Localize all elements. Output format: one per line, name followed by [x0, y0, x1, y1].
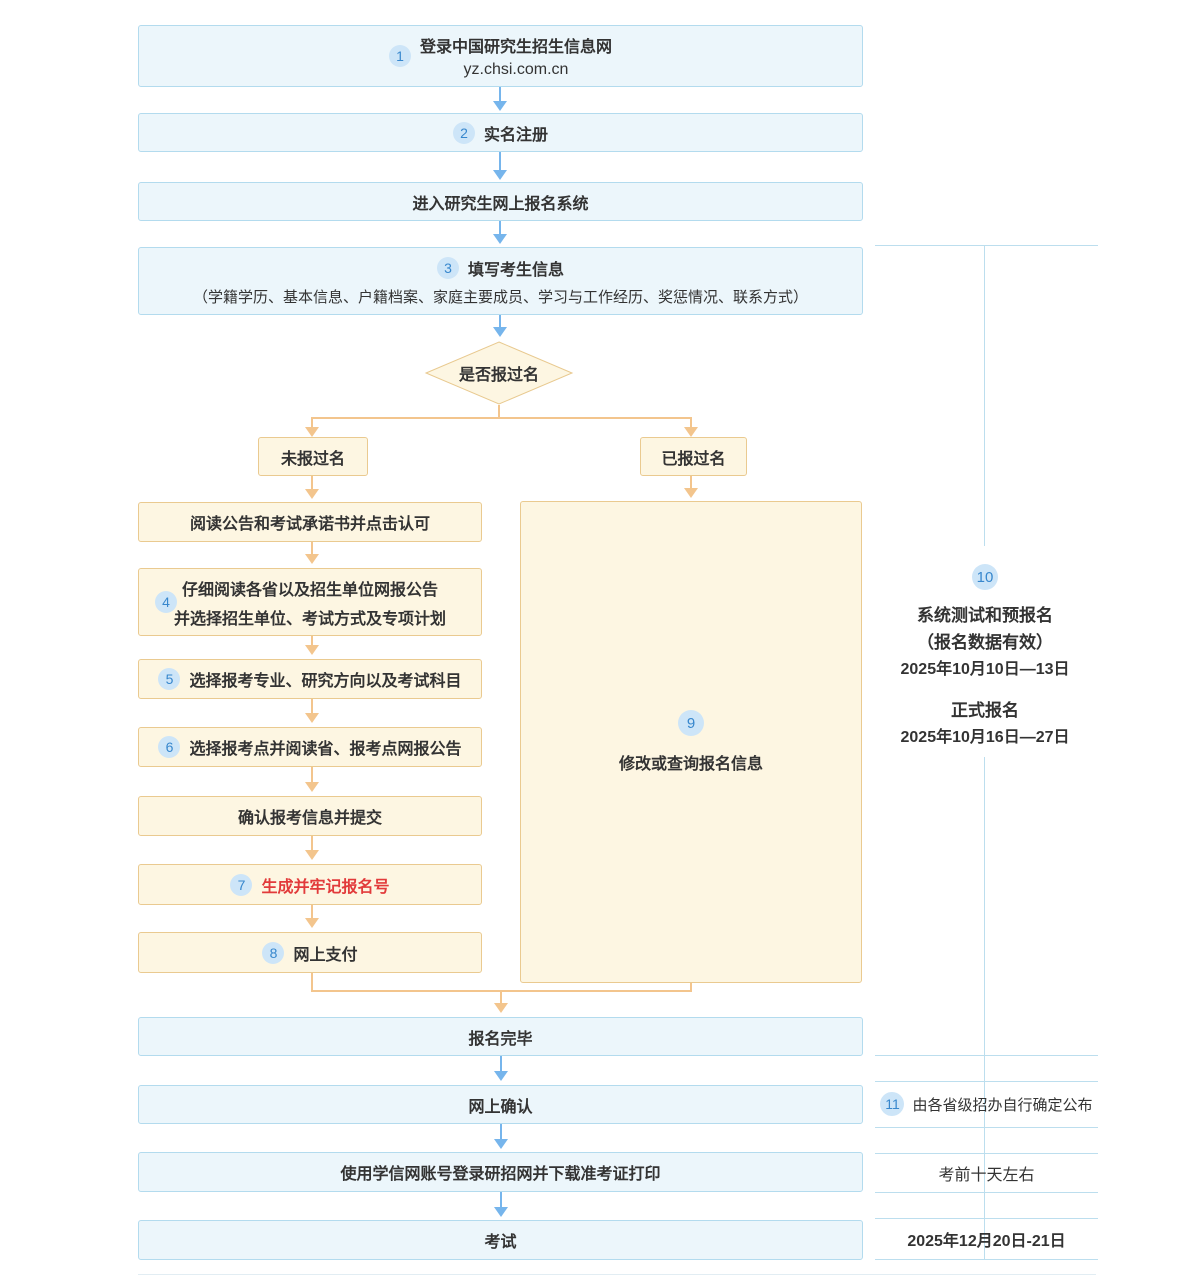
sidebar-download-note-label: 考前十天左右 [938, 1166, 1035, 1184]
step-remember-number-label: 生成并牢记报名号 [261, 878, 390, 896]
step-login-label: 登录中国研究生招生信息网 [419, 39, 612, 56]
step-read-announcements-box: 4 仔细阅读各省以及招生单位网报公告 并选择招生单位、考试方式及专项计划 [138, 568, 482, 636]
step-badge-9: 9 [678, 710, 704, 736]
branch-not-registered-box: 未报过名 [258, 437, 368, 476]
step-badge-4: 4 [155, 591, 177, 613]
step-register-label: 实名注册 [483, 126, 548, 144]
step-choose-major-label: 选择报考专业、研究方向以及考试科目 [189, 673, 462, 690]
schedule-date-official: 2025年10月16日—27日 [900, 729, 1070, 746]
step-login-url: yz.chsi.com.cn [463, 61, 569, 78]
schedule-title-official: 正式报名 [951, 701, 1019, 720]
step-exam-box: 考试 [138, 1220, 863, 1260]
step-badge-1: 1 [388, 45, 411, 67]
step-online-payment-label: 网上支付 [293, 946, 358, 964]
step-login-box: 1 登录中国研究生招生信息网 yz.chsi.com.cn [138, 25, 863, 87]
arrow-down [494, 991, 508, 1013]
arrow-down [305, 418, 319, 437]
step-modify-query-box: 9 修改或查询报名信息 [520, 501, 862, 983]
sidebar-divider [875, 245, 1098, 246]
step-online-payment-box: 8 网上支付 [138, 932, 482, 973]
arrow-down [305, 476, 319, 499]
step-read-announcements-line2: 并选择招生单位、考试方式及专项计划 [173, 610, 446, 628]
sidebar-exam-date: 2025年12月20日-21日 [870, 1218, 1103, 1259]
arrow-down [493, 87, 507, 111]
sidebar-divider [875, 1259, 1098, 1260]
connector [311, 417, 692, 419]
branch-registered-box: 已报过名 [640, 437, 747, 476]
sidebar-divider [875, 1192, 1098, 1193]
cutoff-next-box-edge [138, 1274, 1096, 1275]
arrow-down [493, 152, 507, 180]
arrow-down [305, 699, 319, 723]
arrow-down [494, 1192, 508, 1217]
sidebar-confirm-note-label: 由各省级招办自行确定公布 [912, 1096, 1093, 1114]
arrow-down [493, 315, 507, 337]
arrow-down [305, 542, 319, 564]
step-badge-7: 7 [230, 873, 253, 896]
step-online-confirm-label: 网上确认 [468, 1098, 533, 1116]
step-badge-10: 10 [972, 564, 998, 590]
sidebar-divider [875, 1055, 1098, 1056]
schedule-title-pretest: 系统测试和预报名 [917, 606, 1053, 625]
arrow-down [684, 418, 698, 437]
step-badge-5: 5 [158, 668, 181, 690]
decision-registered-before: 是否报过名 [424, 341, 574, 405]
step-finish-label: 报名完毕 [468, 1030, 533, 1048]
branch-registered-label: 已报过名 [661, 450, 726, 468]
arrow-down [305, 636, 319, 655]
decision-label: 是否报过名 [458, 367, 539, 384]
step-enter-system-box: 进入研究生网上报名系统 [138, 182, 863, 221]
step-choose-major-box: 5 选择报考专业、研究方向以及考试科目 [138, 659, 482, 699]
step-exam-label: 考试 [484, 1234, 517, 1251]
sidebar-vertical-line [984, 1055, 985, 1259]
schedule-title-valid: （报名数据有效） [917, 633, 1053, 652]
step-fill-info-box: 3 填写考生信息 （学籍学历、基本信息、户籍档案、家庭主要成员、学习与工作经历、… [138, 247, 863, 315]
schedule-date-pretest: 2025年10月10日—13日 [900, 661, 1070, 678]
step-enter-system-label: 进入研究生网上报名系统 [412, 195, 589, 213]
step-download-ticket-label: 使用学信网账号登录研招网并下载准考证打印 [340, 1166, 661, 1183]
diamond-shape [424, 341, 574, 405]
arrow-down [305, 836, 319, 860]
connector [311, 973, 313, 992]
step-badge-8: 8 [262, 941, 285, 964]
arrow-down [305, 767, 319, 792]
arrow-down [494, 1124, 508, 1149]
step-read-notice-label: 阅读公告和考试承诺书并点击认可 [189, 516, 430, 533]
step-read-announcements-line1: 仔细阅读各省以及招生单位网报公告 [181, 581, 438, 599]
step-confirm-submit-box: 确认报考信息并提交 [138, 796, 482, 836]
connector [690, 983, 692, 992]
step-badge-6: 6 [158, 736, 181, 758]
sidebar-divider [875, 1218, 1098, 1219]
step-modify-query-label: 修改或查询报名信息 [618, 756, 763, 773]
step-choose-site-label: 选择报考点并阅读省、报考点网报公告 [189, 741, 462, 758]
step-badge-3: 3 [436, 256, 459, 279]
step-choose-site-box: 6 选择报考点并阅读省、报考点网报公告 [138, 727, 482, 767]
step-online-confirm-box: 网上确认 [138, 1085, 863, 1124]
sidebar-vertical-line [984, 757, 985, 1055]
arrow-down [493, 221, 507, 244]
branch-not-registered-label: 未报过名 [280, 450, 345, 468]
sidebar-schedule-block: 系统测试和预报名 （报名数据有效） 2025年10月10日—13日 正式报名 2… [872, 602, 1098, 751]
sidebar-confirm-note: 11 由各省级招办自行确定公布 [870, 1081, 1103, 1127]
sidebar-divider [875, 1081, 1098, 1082]
sidebar-divider [875, 1127, 1098, 1128]
step-download-ticket-box: 使用学信网账号登录研招网并下载准考证打印 [138, 1152, 863, 1192]
arrow-down [684, 476, 698, 498]
step-badge-2: 2 [452, 121, 475, 144]
arrow-down [305, 905, 319, 928]
sidebar-divider [875, 1153, 1098, 1154]
step-badge-11: 11 [880, 1092, 905, 1116]
sidebar-exam-date-label: 2025年12月20日-21日 [907, 1232, 1066, 1250]
sidebar-download-note: 考前十天左右 [870, 1153, 1103, 1192]
step-fill-info-label: 填写考生信息 [467, 261, 564, 279]
step-finish-box: 报名完毕 [138, 1017, 863, 1056]
step-confirm-submit-label: 确认报考信息并提交 [237, 810, 382, 827]
sidebar-vertical-line [984, 246, 985, 546]
step-remember-number-box: 7 生成并牢记报名号 [138, 864, 482, 905]
step-fill-info-detail: （学籍学历、基本信息、户籍档案、家庭主要成员、学习与工作经历、奖惩情况、联系方式… [192, 288, 808, 306]
step-read-notice-box: 阅读公告和考试承诺书并点击认可 [138, 502, 482, 542]
step-register-box: 2 实名注册 [138, 113, 863, 152]
connector [498, 405, 500, 419]
arrow-down [494, 1056, 508, 1081]
